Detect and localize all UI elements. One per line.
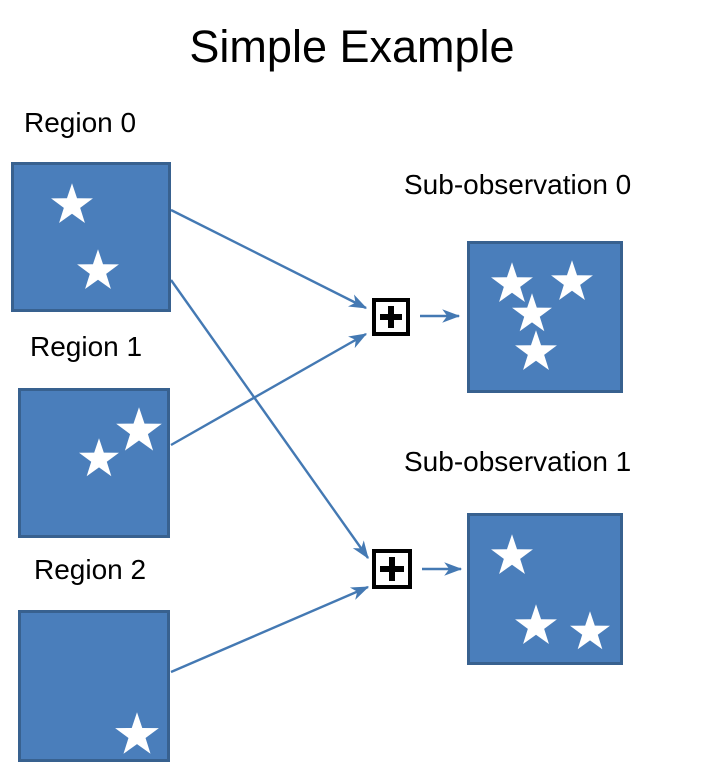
region-image-0[interactable]: [11, 162, 171, 312]
plus-vertical-bar: [388, 306, 394, 328]
region-image-2[interactable]: [18, 610, 170, 762]
connector-region1-to-plus0: [170, 332, 368, 447]
plus-combiner-icon[interactable]: [372, 298, 410, 336]
connector-region0-to-plus1: [170, 279, 369, 559]
sub-observation-label-1: Sub-observation 1: [404, 446, 632, 477]
star-icon: [551, 260, 593, 300]
page-title: Simple Example: [189, 21, 515, 72]
star-icon: [77, 249, 119, 289]
connector-region0-to-plus0: [170, 208, 368, 310]
star-icon: [79, 438, 119, 477]
star-icon: [512, 293, 552, 332]
connector-region2-to-plus1: [170, 585, 370, 674]
star-icon: [570, 611, 610, 650]
star-icon: [51, 183, 93, 223]
star-icon: [515, 330, 557, 370]
sub-observation-label-0: Sub-observation 0: [404, 169, 632, 200]
sub-observation-image-0[interactable]: [467, 241, 623, 393]
sub-observation-image-1[interactable]: [467, 513, 623, 665]
plus-combiner-icon[interactable]: [372, 549, 412, 589]
region-label-1: Region 1: [30, 331, 143, 362]
region-label-2: Region 2: [34, 554, 147, 585]
region-label-0: Region 0: [24, 107, 137, 138]
plus-vertical-bar: [389, 557, 395, 581]
star-icon: [116, 407, 162, 451]
star-icon: [115, 712, 159, 754]
star-icon: [491, 534, 533, 574]
star-icon: [491, 262, 533, 302]
star-icon: [515, 604, 557, 644]
region-image-1[interactable]: [18, 388, 170, 538]
